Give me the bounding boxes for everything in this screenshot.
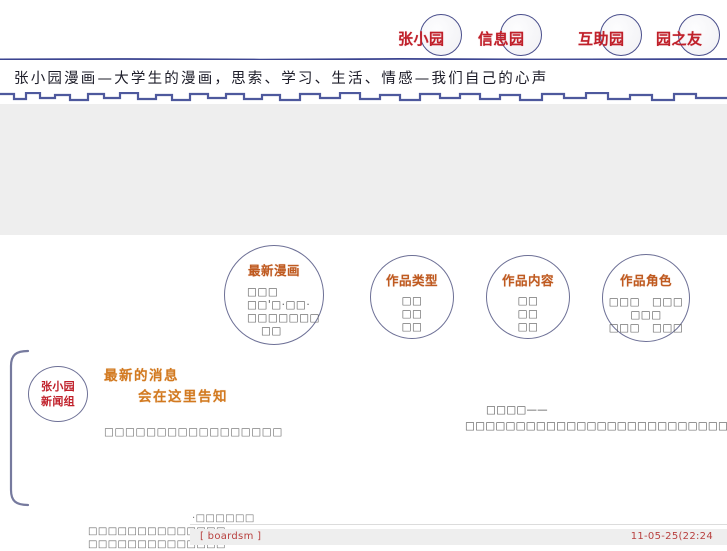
- bubble-link[interactable]: □□: [517, 321, 539, 333]
- news-badge-line-1: 张小园: [41, 380, 75, 393]
- nav-item-zhangxiaoyuan[interactable]: 张小园: [398, 14, 462, 60]
- bubble-links-work-roles: □□□ □□□ □□□ □□□ □□□: [603, 296, 689, 335]
- news-heading-line-1: 最新的消息: [104, 368, 179, 384]
- menu-bubble-work-content[interactable]: 作品内容 □□ □□ □□: [486, 255, 570, 339]
- nav-label-xinxiyuan: 信息园: [478, 31, 525, 48]
- bubble-link[interactable]: □□: [401, 308, 423, 320]
- bubble-link[interactable]: □□: [401, 295, 423, 307]
- table-row[interactable]: [ boardsm ] 11-05-25(22:24: [190, 529, 727, 545]
- nav-item-xinxiyuan[interactable]: 信息园: [478, 14, 542, 60]
- bubble-links-work-content: □□ □□ □□: [487, 295, 569, 334]
- menu-bubble-work-roles[interactable]: 作品角色 □□□ □□□ □□□ □□□ □□□: [602, 254, 690, 342]
- table-row-date: 11-05-25(22:24: [630, 531, 713, 542]
- menu-bubble-latest-comics[interactable]: 最新漫画 □□□ □□'□·□□· □□□□□□□ □□: [224, 245, 324, 345]
- bubble-title-latest-comics: 最新漫画: [247, 263, 300, 278]
- bubble-link[interactable]: □□□□□□□: [247, 312, 320, 324]
- bubble-link[interactable]: □□: [401, 321, 423, 333]
- header-ink-edge: [0, 92, 727, 102]
- nav-circle-icon: [678, 14, 720, 56]
- nav-item-yuanzhiyou[interactable]: 园之友: [656, 14, 720, 60]
- table-row-label[interactable]: [ boardsm ]: [200, 531, 262, 542]
- news-bracket-decoration: [9, 349, 30, 507]
- banner-placeholder: [0, 104, 727, 235]
- nav-label-huzhuyuan: 互助园: [578, 31, 625, 48]
- site-header: 张小园 信息园 互助园 园之友 张小园漫画—大学生的漫画，思索、学习、生活、情感…: [0, 0, 727, 102]
- intro-paragraph: □□□□——□□□□□□□□□□□□□□□□□□□□□□□□□□□□□□□□□□…: [465, 404, 727, 432]
- circle-menu-row: 最新漫画 □□□ □□'□·□□· □□□□□□□ □□ 作品类型 □□ □□ …: [0, 235, 727, 350]
- nav-circle-icon: [500, 14, 542, 56]
- bubble-title-work-type: 作品类型: [385, 273, 438, 288]
- bubble-link[interactable]: □□□: [652, 296, 684, 308]
- bubble-link[interactable]: □□: [261, 325, 282, 337]
- bubble-link[interactable]: □□: [517, 295, 539, 307]
- bubble-link[interactable]: □□□: [247, 286, 279, 298]
- bubble-links-work-type: □□ □□ □□: [371, 295, 453, 334]
- nav-item-huzhuyuan[interactable]: 互助园: [578, 14, 642, 60]
- bubble-link[interactable]: □□□: [630, 309, 662, 321]
- bubble-title-work-content: 作品内容: [501, 273, 554, 288]
- site-tagline: 张小园漫画—大学生的漫画，思索、学习、生活、情感—我们自己的心声: [14, 71, 549, 87]
- bottom-divider: [190, 524, 727, 525]
- bubble-link[interactable]: □□: [517, 308, 539, 320]
- nav-circle-icon: [600, 14, 642, 56]
- nav-label-zhangxiaoyuan: 张小园: [398, 31, 445, 48]
- bubble-link-row: □□□ □□□: [603, 322, 689, 335]
- news-group-badge[interactable]: 张小园 新闻组: [28, 366, 88, 422]
- news-badge-line-2: 新闻组: [41, 395, 75, 408]
- news-heading-line-2: 会在这里告知: [138, 389, 228, 405]
- top-navigation: 张小园 信息园 互助园 园之友: [0, 0, 727, 62]
- bottom-list-title: ·□□□□□□: [192, 513, 255, 524]
- news-subtext: □□□□□□□□□□□□□□□□□: [104, 426, 283, 438]
- nav-label-yuanzhiyou: 园之友: [656, 31, 703, 48]
- bubble-title-work-roles: 作品角色: [619, 273, 672, 288]
- bubble-links-latest-comics: □□□ □□'□·□□· □□□□□□□ □□: [225, 286, 323, 338]
- bubble-link[interactable]: □□□: [652, 322, 684, 334]
- bubble-link[interactable]: □□□: [608, 296, 640, 308]
- bubble-link-row: □□□: [603, 309, 689, 322]
- nav-circle-icon: [420, 14, 462, 56]
- news-heading: 最新的消息 会在这里告知: [104, 366, 228, 408]
- bubble-link[interactable]: □□□: [608, 322, 640, 334]
- bottom-left-line-1: □□□□□□□□□□□□□□: [88, 526, 226, 537]
- bottom-strip: □□□□□□□□□□□□□□ □□□□□□□□□□□□□□ ·□□□□□□ [ …: [0, 508, 727, 550]
- bubble-link[interactable]: □□'□·□□·: [247, 299, 311, 311]
- news-section: 张小园 新闻组 最新的消息 会在这里告知 □□□□□□□□□□□□□□□□□ □…: [0, 348, 727, 508]
- menu-bubble-work-type[interactable]: 作品类型 □□ □□ □□: [370, 255, 454, 339]
- bubble-link-row: □□□ □□□: [603, 296, 689, 309]
